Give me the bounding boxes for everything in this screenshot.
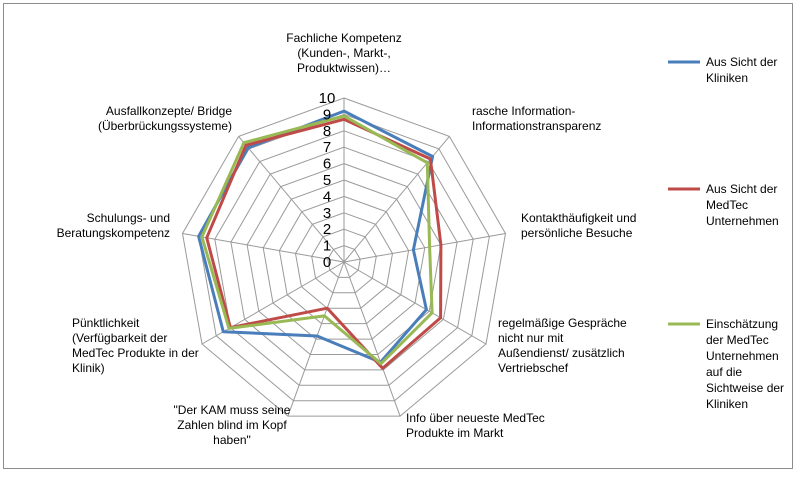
category-labels: Fachliche Kompetenz(Kunden-, Markt-,Prod… [57, 31, 637, 447]
grid-spoke [343, 233, 506, 263]
grid-ring [327, 245, 361, 278]
category-label-line: (Verfügbarkeit der [72, 331, 167, 345]
grid-ring [246, 163, 442, 355]
tick-label: 1 [323, 238, 331, 255]
category-label-line: haben" [213, 433, 251, 447]
category-label-line: Produktwissen)… [297, 61, 391, 75]
legend-label-line: Aus Sicht der [706, 55, 777, 69]
tick-label: 6 [323, 156, 331, 173]
chart-frame [3, 3, 793, 469]
radar-grid [181, 97, 507, 417]
legend-label-line: Unternehmen [706, 214, 779, 228]
category-label-line: MedTec Produkte in der [72, 346, 199, 360]
tick-label: 3 [323, 205, 331, 222]
grid-ring [262, 179, 426, 340]
grid-ring [181, 97, 507, 417]
grid-spoke [287, 261, 345, 417]
tick-label: 0 [323, 254, 331, 271]
category-label-line: Beratungskompetenz [57, 226, 170, 240]
tick-label: 5 [323, 172, 331, 189]
category-label-line: Pünktlichkeit [72, 316, 140, 330]
category-label-line: Vertriebschef [498, 361, 569, 375]
tick-label: 2 [323, 221, 331, 238]
category-label-line: rasche Information- [472, 104, 575, 118]
category-label-line: Fachliche Kompetenz [286, 31, 401, 45]
category-label-line: Info über neueste MedTec [406, 411, 545, 425]
legend-label-line: auf die [706, 365, 742, 379]
category-label-line: (Überbrückungssysteme) [98, 119, 232, 133]
category-label-line: Ausfallkonzepte/ Bridge [106, 104, 232, 118]
category-label-line: Produkte im Markt [406, 426, 504, 440]
legend-label-line: Sichtweise der [706, 381, 784, 395]
category-label-line: nicht nur mit [498, 331, 564, 345]
grid-ring [294, 212, 394, 309]
category-label-line: Kontakthäufigkeit und [521, 211, 636, 225]
category-label-line: "Der KAM muss seine [174, 403, 291, 417]
legend-label-line: Aus Sicht der [706, 182, 777, 196]
grid-ring [311, 228, 377, 294]
tick-label: 7 [323, 139, 331, 156]
category-label-line: Außendienst/ zusätzlich [498, 346, 625, 360]
series-line-2 [205, 117, 443, 370]
grid-spoke [182, 233, 345, 263]
legend-label-line: der MedTec [706, 333, 769, 347]
tick-label: 4 [323, 188, 331, 205]
legend-label-line: Kliniken [706, 397, 748, 411]
category-label: Ausfallkonzepte/ Bridge(Überbrückungssys… [98, 104, 232, 133]
grid-ring [278, 195, 410, 325]
category-label-line: (Kunden-, Markt-, [297, 46, 390, 60]
category-label: Fachliche Kompetenz(Kunden-, Markt-,Prod… [286, 31, 401, 75]
category-label-line: persönliche Besuche [521, 226, 633, 240]
grid-spoke [343, 261, 401, 417]
tick-label: 9 [323, 106, 331, 123]
radar-series [197, 109, 443, 370]
series-line-3 [200, 114, 434, 366]
grid-spoke [238, 136, 345, 263]
legend-label-line: Einschätzung [706, 317, 778, 331]
category-label-line: Schulungs- und [87, 211, 170, 225]
legend-label-line: MedTec [706, 198, 748, 212]
tick-label: 10 [319, 90, 336, 107]
category-label-line: Zahlen blind im Kopf [177, 418, 287, 432]
legend-label-line: Kliniken [706, 71, 748, 85]
category-label-line: regelmäßige Gespräche [498, 316, 627, 330]
grid-spoke [343, 261, 487, 345]
category-label-line: Informationstransparenz [472, 119, 601, 133]
grid-ring [214, 130, 474, 386]
legend-label-line: Unternehmen [706, 349, 779, 363]
tick-label: 8 [323, 123, 331, 140]
grid-spoke [343, 136, 450, 263]
category-label: rasche Information-Informationstranspare… [472, 104, 601, 133]
category-label-line: Klinik) [72, 361, 105, 375]
